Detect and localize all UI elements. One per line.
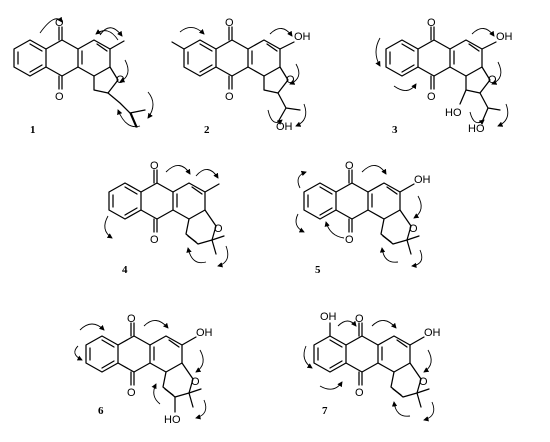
- compound-7-hydroxyl-left: OH: [320, 311, 337, 323]
- compound-1-label: 1: [30, 124, 36, 136]
- compound-5-hydroxyl: OH: [414, 174, 431, 186]
- compound-5-ring-o: O: [409, 223, 418, 235]
- compound-6-ring-o: O: [191, 376, 200, 388]
- compound-4-carbonyl-o-top: O: [150, 160, 159, 172]
- compound-3-carbonyl-o-top: O: [427, 17, 436, 29]
- compound-2-carbonyl-o-top: O: [225, 17, 234, 29]
- compound-6-label: 6: [98, 405, 104, 417]
- compound-1-carbonyl-o-top: O: [55, 17, 64, 29]
- compound-2-hydroxyl-bottom: OH: [276, 121, 293, 133]
- compound-7-structure: O O O OH OH 7: [303, 311, 441, 422]
- compound-2-hydroxyl-top: OH: [294, 31, 311, 43]
- compound-5-carbonyl-o-bottom: O: [345, 234, 354, 246]
- compound-7-ring-o: O: [419, 376, 428, 388]
- compound-4-carbonyl-o-bottom: O: [150, 234, 159, 246]
- compound-5-structure: O O O OH 5: [295, 160, 431, 276]
- compound-3-label: 3: [392, 124, 398, 136]
- compound-6-hydroxyl-top: OH: [196, 327, 213, 339]
- compound-4-ring-o: O: [214, 223, 223, 235]
- compound-6-carbonyl-o-top: O: [127, 313, 136, 325]
- compound-3-hydroxyl-top: OH: [496, 31, 513, 43]
- compound-4-label: 4: [122, 264, 128, 276]
- compound-2-label: 2: [204, 124, 210, 136]
- compound-5-label: 5: [315, 264, 321, 276]
- compound-3-hydroxyl-bottom: HO: [468, 123, 485, 135]
- compound-7-hydroxyl-right: OH: [424, 327, 441, 339]
- compound-2-carbonyl-o-bottom: O: [225, 91, 234, 103]
- compound-4-structure: O O O 4: [104, 160, 229, 276]
- compound-2-structure: O O O OH OH 2: [171, 17, 311, 136]
- compound-1-structure: O O O 1: [13, 16, 154, 136]
- compound-1-ring-o: O: [116, 74, 125, 86]
- compound-7-carbonyl-o-bottom: O: [355, 387, 364, 399]
- compound-3-structure: O O O OH HO HO 3: [375, 17, 513, 136]
- compound-3-carbonyl-o-bottom: O: [427, 91, 436, 103]
- compound-6-carbonyl-o-bottom: O: [127, 387, 136, 399]
- compound-7-carbonyl-o-top: O: [355, 313, 364, 325]
- compound-1-carbonyl-o-bottom: O: [55, 91, 64, 103]
- compound-7-label: 7: [322, 405, 328, 417]
- compound-3-ring-o: O: [488, 74, 497, 86]
- compound-2-ring-o: O: [286, 74, 295, 86]
- compound-6-hydroxyl-bottom: HO: [164, 414, 181, 426]
- compound-5-carbonyl-o-top: O: [345, 160, 354, 172]
- compound-6-structure: O O O OH HO 6: [74, 313, 213, 426]
- compound-3-hydroxyl-left: HO: [445, 107, 462, 119]
